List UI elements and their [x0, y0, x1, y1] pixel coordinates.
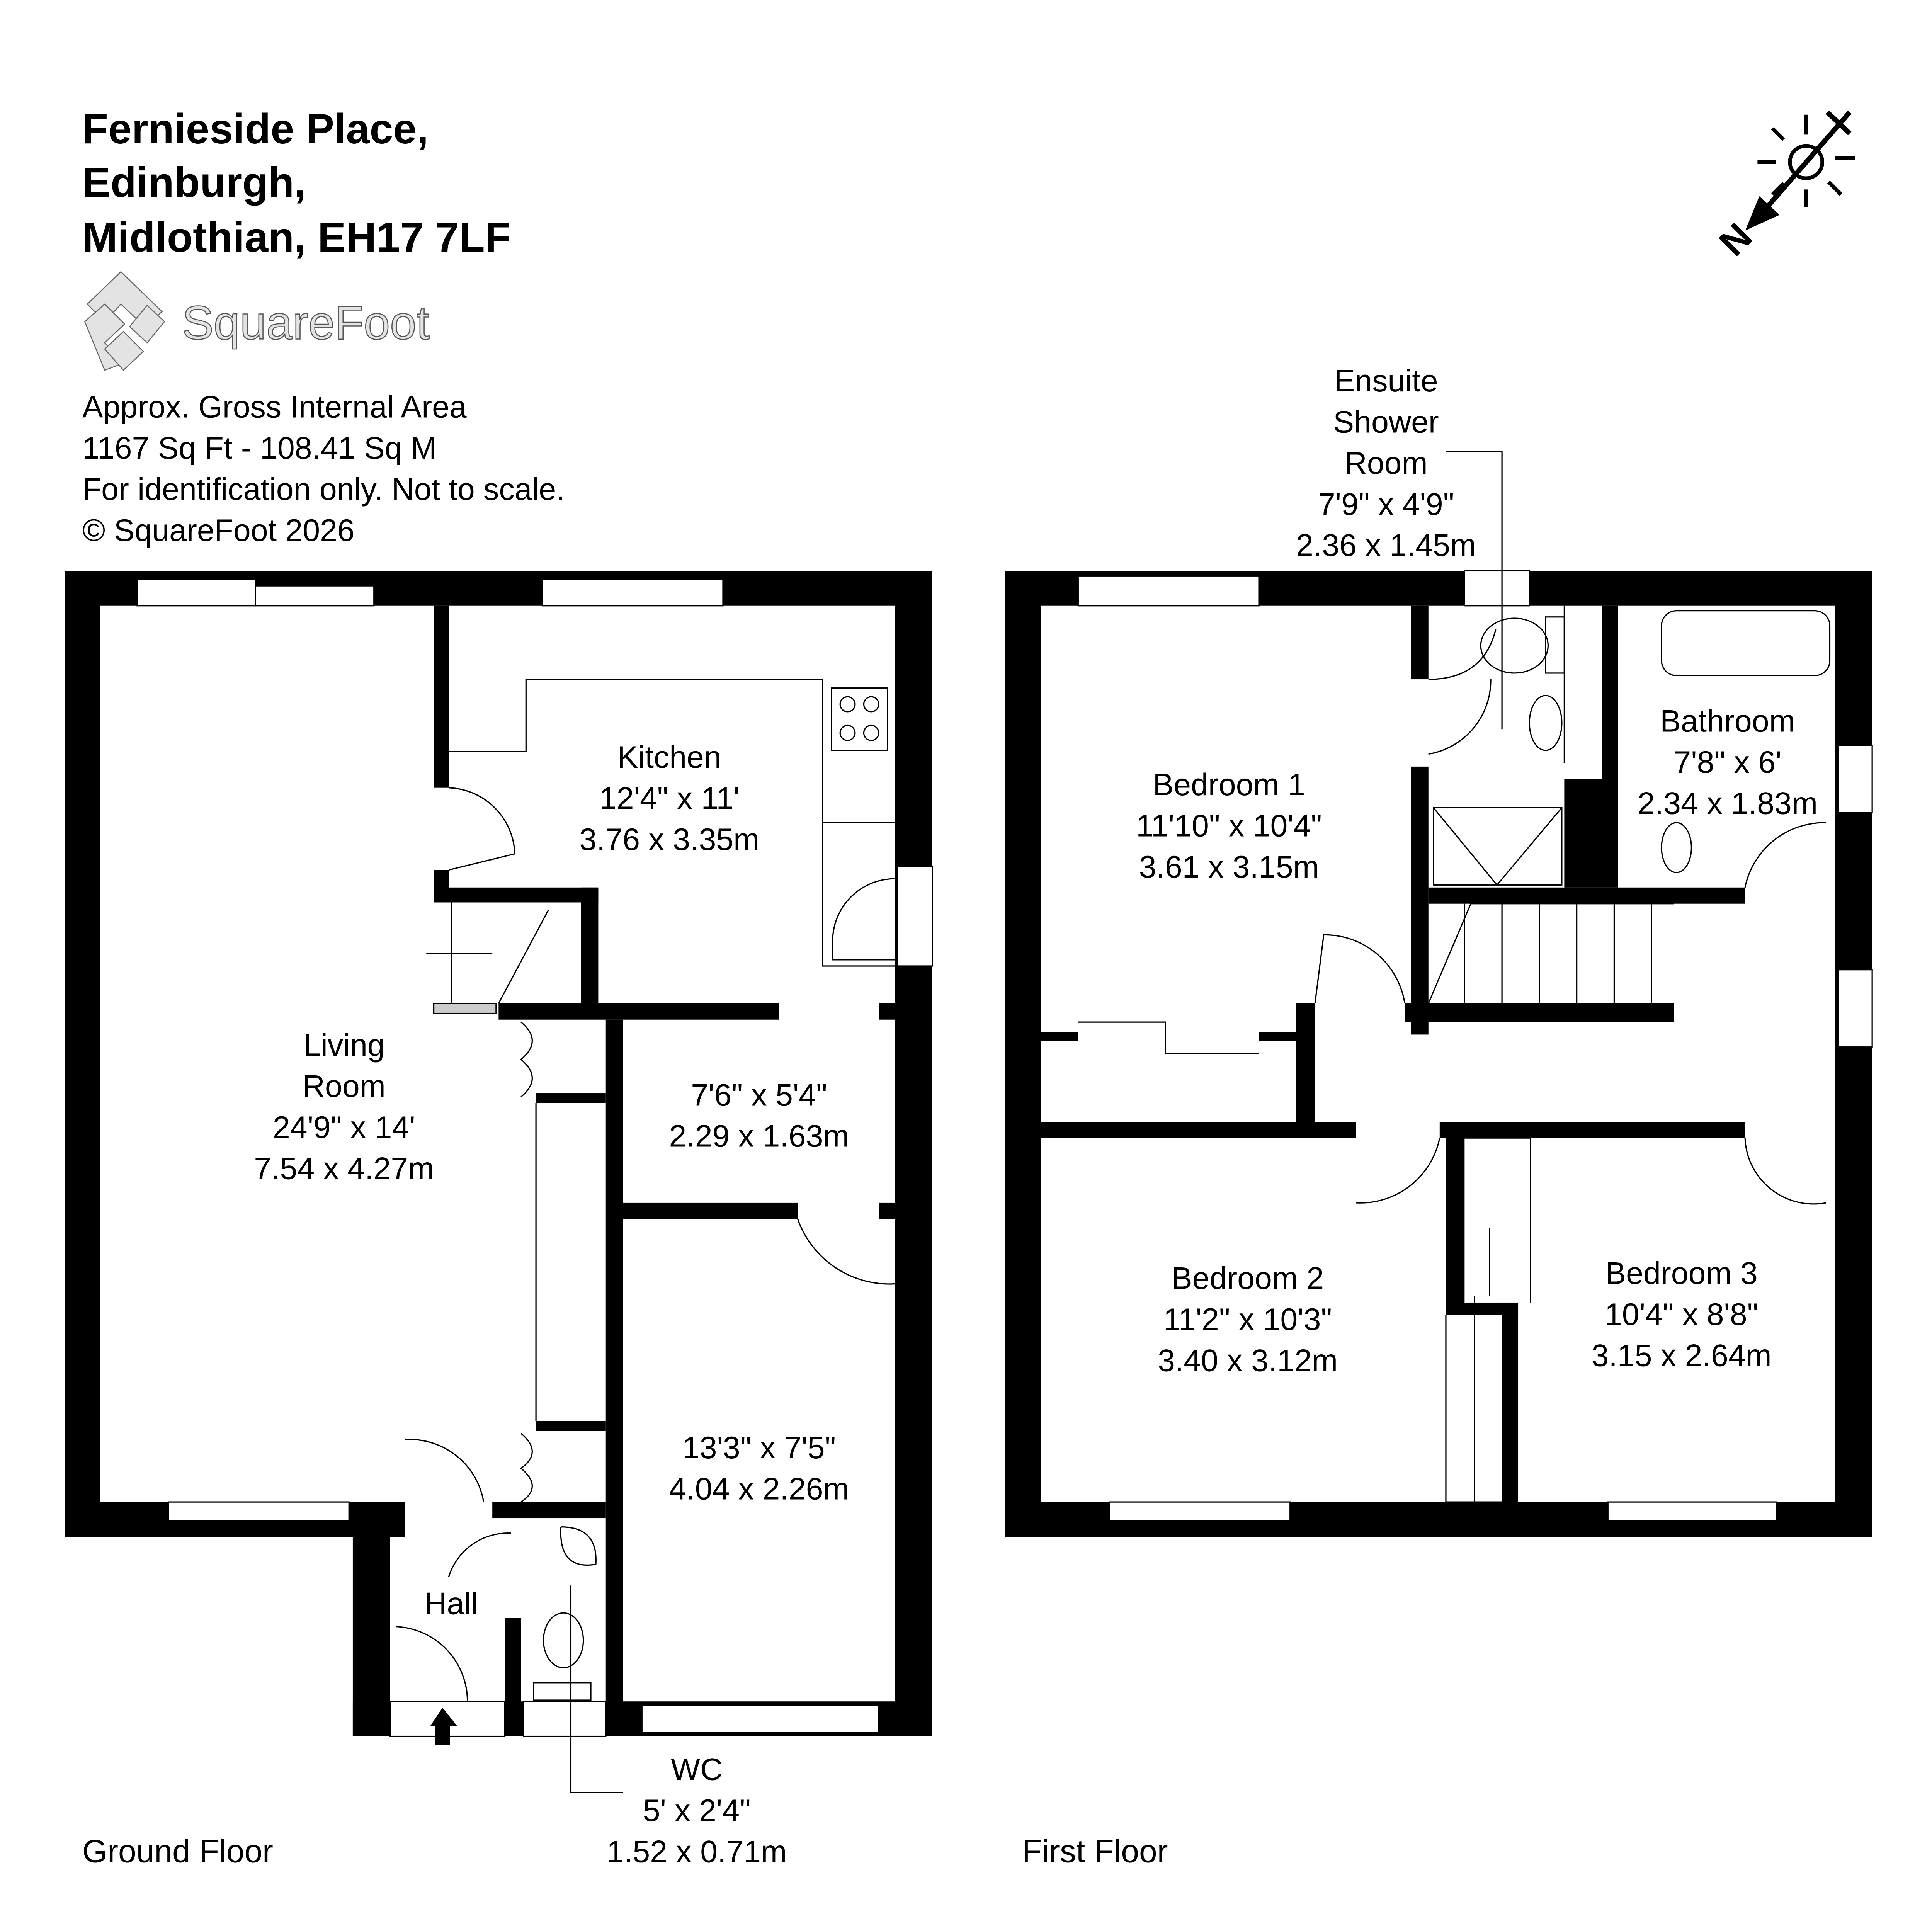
window [136, 579, 256, 607]
room-name: Bedroom 1 [1153, 767, 1305, 802]
room-dimensions-imperial: 10'4" x 8'8" [1605, 1297, 1758, 1332]
window [167, 1501, 350, 1522]
door-swing [1744, 1138, 1827, 1205]
room-hall: Hall [424, 1586, 478, 1621]
first-floor-plan: Ensuite Shower Room 7'9" x 4'9" 2.36 x 1… [1005, 364, 1873, 1869]
room-dimensions-imperial: 11'10" x 10'4" [1136, 809, 1322, 844]
first-floor-windows [1077, 570, 1873, 1522]
ground-floor-fixtures [396, 679, 895, 1793]
window [1838, 969, 1873, 1048]
floor-label-first: First Floor [1022, 1833, 1168, 1869]
compass-icon [1745, 110, 1855, 231]
first-floor-fixtures [1078, 605, 1831, 1503]
room-dimensions-imperial: 7'9" x 4'9" [1318, 487, 1454, 522]
shower-tray-icon [1433, 807, 1563, 886]
window [523, 1701, 607, 1737]
toilet-icon [1480, 617, 1549, 674]
room-dimensions-metric: 2.36 x 1.45m [1296, 528, 1476, 563]
room-bathroom: Bathroom 7'8" x 6' 2.34 x 1.83m [1638, 704, 1818, 821]
door-swing [1744, 822, 1826, 888]
room-ensuite-shower-room: Ensuite Shower Room 7'9" x 4'9" 2.36 x 1… [1296, 364, 1476, 563]
room-dining: 13'3" x 7'5" 4.04 x 2.26m [669, 1430, 849, 1506]
door-swing [1428, 679, 1492, 755]
room-wc: WC 5' x 2'4" 1.52 x 0.71m [607, 1752, 787, 1869]
address-line-3: Midlothian, EH17 7LF [82, 214, 511, 261]
room-dimensions-imperial: 24'9" x 14' [273, 1110, 415, 1145]
info-line-1: Approx. Gross Internal Area [82, 390, 467, 425]
squarefoot-logo: SquareFoot [84, 271, 430, 371]
room-name: WC [671, 1752, 723, 1787]
room-dimensions-metric: 1.52 x 0.71m [607, 1834, 787, 1869]
window [896, 866, 933, 967]
window [1464, 570, 1530, 607]
door-swing [1356, 1138, 1440, 1204]
window [641, 1704, 879, 1733]
window [255, 585, 375, 607]
room-name: Room [303, 1069, 386, 1104]
door-swing [1428, 629, 1497, 680]
room-name: Bedroom 2 [1172, 1261, 1324, 1296]
entrance-arrow-icon [430, 1708, 457, 1745]
leader-line [1446, 451, 1503, 730]
hob-icon [831, 687, 888, 751]
address-line-2: Edinburgh, [82, 159, 306, 206]
basin-icon [1661, 822, 1692, 873]
door-swing [797, 1219, 895, 1285]
logo-text: SquareFoot [182, 296, 430, 349]
window [1109, 1501, 1291, 1522]
door-swing [396, 1626, 468, 1702]
ground-floor-windows [136, 579, 933, 1737]
room-name: Ensuite [1334, 364, 1438, 398]
room-dimensions-metric: 2.34 x 1.83m [1638, 786, 1818, 821]
room-bedroom-3: Bedroom 3 10'4" x 8'8" 3.15 x 2.64m [1592, 1256, 1772, 1373]
room-name: Shower [1333, 405, 1439, 439]
room-dimensions-imperial: 7'8" x 6' [1673, 745, 1781, 780]
window [1077, 575, 1260, 607]
room-name: Room [1345, 446, 1428, 481]
address-line-1: Fernieside Place, [82, 105, 429, 153]
window [541, 579, 724, 607]
room-dimensions-metric: 3.76 x 3.35m [579, 822, 759, 857]
window [1838, 745, 1873, 813]
info-line-4: © SquareFoot 2026 [82, 513, 355, 548]
room-dimensions-imperial: 5' x 2'4" [643, 1793, 751, 1828]
room-dimensions-metric: 3.40 x 3.12m [1158, 1343, 1338, 1378]
room-name: Bathroom [1660, 704, 1795, 739]
bathtub-icon [1661, 610, 1831, 676]
door-swing [448, 787, 515, 871]
door-swing [1314, 934, 1406, 1004]
room-name: Bedroom 3 [1605, 1256, 1757, 1291]
window [1607, 1501, 1777, 1522]
toilet-icon [543, 1612, 584, 1668]
room-kitchen: Kitchen 12'4" x 11' 3.76 x 3.35m [579, 740, 759, 857]
room-dimensions-metric: 4.04 x 2.26m [669, 1472, 849, 1507]
room-dimensions-imperial: 13'3" x 7'5" [682, 1430, 836, 1465]
room-bedroom-1: Bedroom 1 11'10" x 10'4" 3.61 x 3.15m [1136, 767, 1322, 884]
room-dimensions-metric: 3.61 x 3.15m [1139, 850, 1319, 884]
door-swing [832, 878, 895, 961]
ground-floor-plan: Living Room 24'9" x 14' 7.54 x 4.27m Kit… [65, 571, 933, 1869]
room-utility: 7'6" x 5'4" 2.29 x 1.63m [669, 1078, 849, 1153]
room-living-room: Living Room 24'9" x 14' 7.54 x 4.27m [254, 1028, 434, 1186]
info-line-3: For identification only. Not to scale. [82, 472, 565, 507]
room-bedroom-2: Bedroom 2 11'2" x 10'3" 3.40 x 3.12m [1158, 1261, 1338, 1378]
room-dimensions-imperial: 7'6" x 5'4" [691, 1078, 827, 1112]
room-dimensions-metric: 7.54 x 4.27m [254, 1151, 434, 1186]
room-dimensions-imperial: 11'2" x 10'3" [1163, 1302, 1332, 1337]
floor-label-ground: Ground Floor [82, 1833, 273, 1869]
area-info: Approx. Gross Internal Area 1167 Sq Ft -… [82, 390, 565, 548]
basin-icon [1529, 695, 1563, 751]
basin-icon [560, 1526, 597, 1566]
door-swing [448, 1532, 511, 1577]
info-line-2: 1167 Sq Ft - 108.41 Sq M [82, 431, 437, 466]
room-name: Living [303, 1028, 385, 1063]
logo-mark-icon [84, 271, 165, 371]
door-swing [405, 1439, 485, 1502]
room-dimensions-imperial: 12'4" x 11' [599, 781, 740, 816]
address-block: Fernieside Place, Edinburgh, Midlothian,… [82, 105, 511, 261]
room-name: Kitchen [617, 740, 721, 775]
room-dimensions-metric: 2.29 x 1.63m [669, 1119, 849, 1154]
room-dimensions-metric: 3.15 x 2.64m [1592, 1338, 1772, 1373]
